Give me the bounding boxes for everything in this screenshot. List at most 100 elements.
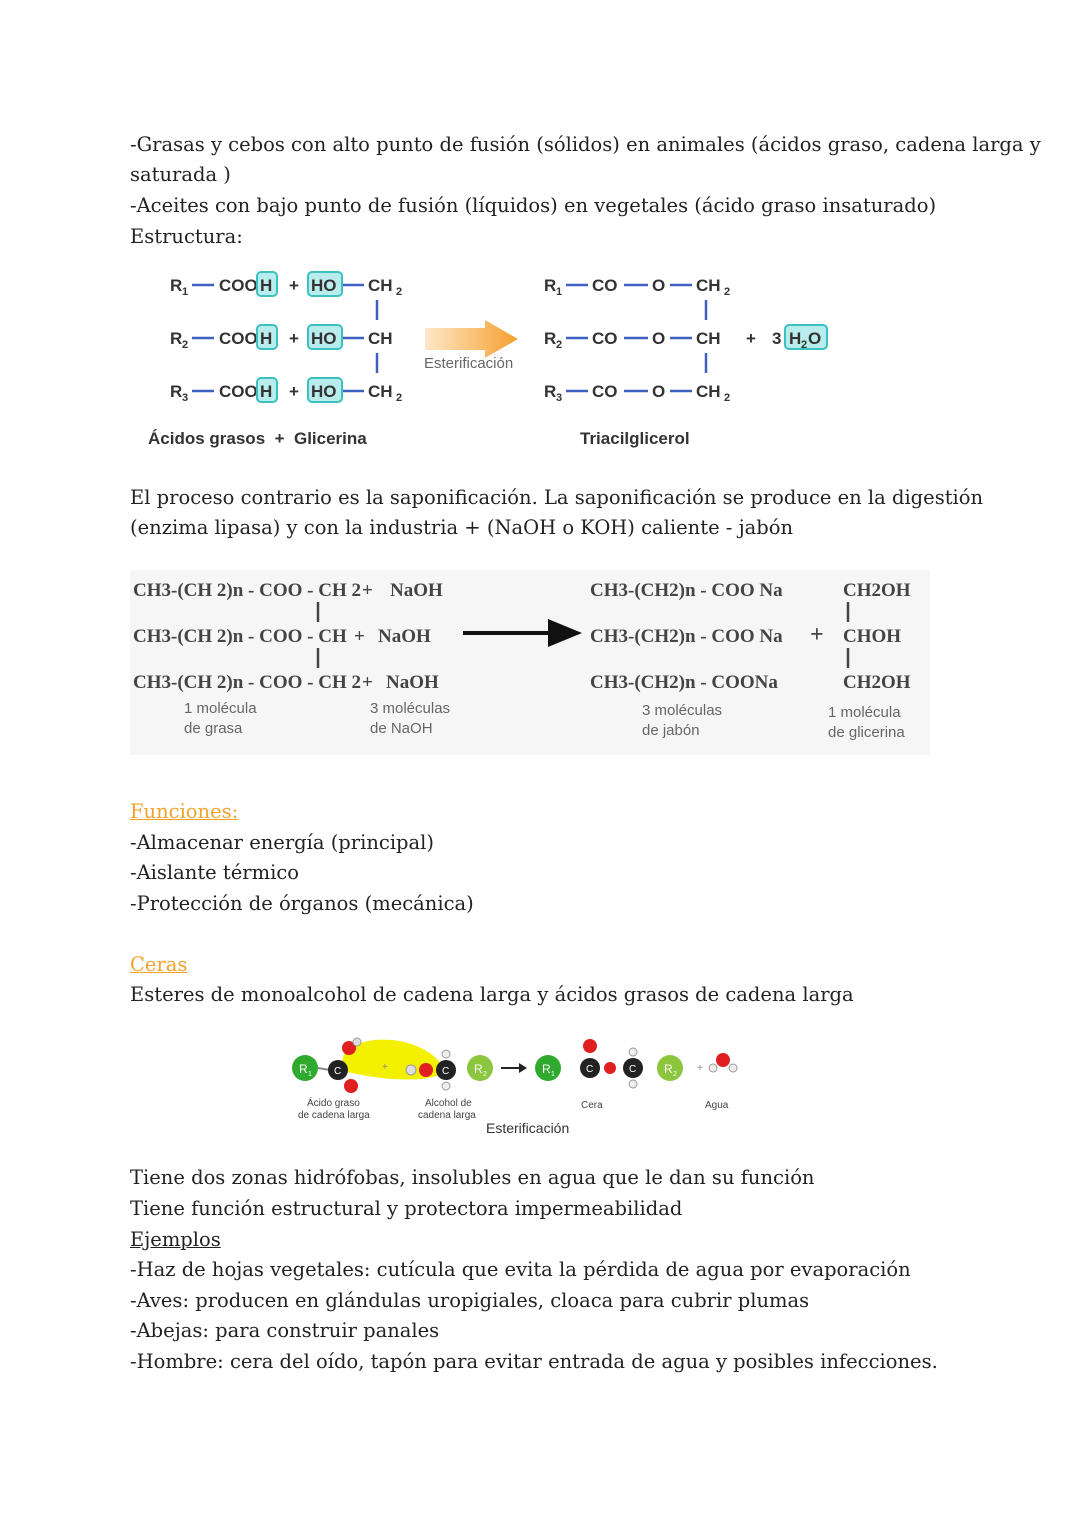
oxygen-sphere [344,1079,358,1093]
funciones-heading: Funciones: [130,800,239,823]
r-subscript: 1 [182,286,188,298]
r-subscript: 2 [556,339,562,351]
ch2-text: CH [368,382,393,401]
hydrogen-sphere [441,1049,451,1059]
h-box [256,271,278,297]
tail-line-2: Tiene función estructural y protectora i… [130,1197,683,1220]
r-subscript: 2 [182,339,188,351]
saponification-diagram: CH3-(CH 2)n - COO - CH 2 CH3-(CH 2)n - C… [130,570,930,755]
funcion-item: -Aislante térmico [130,861,299,884]
plus-sign: + [810,622,824,648]
ejemplo-item: -Hombre: cera del oído, tapón para evita… [130,1350,938,1373]
h-text: H [260,329,272,348]
reaction-arrow-icon [425,320,518,358]
h-box [256,377,278,403]
r2-sphere [467,1055,493,1081]
reaction-arrow-icon [519,1063,527,1073]
o-text: O [652,329,665,348]
ch2-subscript: 2 [724,286,730,298]
plus-sign: + [354,626,365,647]
intro-line-1: -Grasas y cebos con alto punto de fusión… [130,133,1041,156]
intro-line-2: saturada ) [130,163,231,186]
cooh-text: COO [219,276,258,295]
c-label: C [334,1066,341,1077]
sapon-line-2: (enzima lipasa) y con la industria + (Na… [130,516,794,539]
r1-sphere [535,1055,561,1081]
oxygen-sphere [604,1062,616,1074]
caption-soap-2: de jabón [642,722,700,739]
oxygen-sphere [716,1053,730,1067]
r-label: R [544,329,556,348]
plus-sign: + [697,1063,703,1074]
ejemplos-heading: Ejemplos [130,1228,221,1251]
ceras-heading: Ceras [130,953,188,976]
glycerol-1: CH2OH [843,580,911,601]
r-subscript: 2 [673,1071,677,1078]
r-label: R [170,382,182,401]
ch2-text: CH [368,276,393,295]
r1-sphere [292,1055,318,1081]
carbon-sphere [328,1060,348,1080]
oxygen-sphere [342,1041,356,1055]
plus-sign: + [362,580,373,601]
ho-text: HO [311,382,337,401]
caption-acid-2: de cadena larga [298,1110,370,1121]
water-box [784,324,828,350]
funcion-item: -Almacenar energía (principal) [130,831,435,854]
hydrogen-sphere [352,1037,362,1047]
acid-row-3: R 3 COO H + HO CH 2 [170,377,402,404]
plus-sign: + [382,1062,388,1073]
caption-glycerol-2: de glicerina [828,724,905,741]
ho-box [307,324,343,350]
r-subscript: 1 [551,1071,555,1078]
fat-line-1: CH3-(CH 2)n - COO - CH 2 [133,580,361,601]
soap-line-1: CH3-(CH2)n - COO Na [590,580,783,601]
acid-row-2: R 2 COO H + HO CH [170,324,393,351]
naoh-3: NaOH [386,672,439,693]
caption-water: Agua [705,1100,729,1111]
ho-text: HO [311,276,337,295]
carbon-sphere [580,1058,600,1078]
ho-box [307,377,343,403]
glycerol-2: CHOH [843,626,901,647]
intro-line-3: -Aceites con bajo punto de fusión (líqui… [130,194,937,217]
ejemplo-item: -Aves: producen en glándulas uropigiales… [130,1289,810,1312]
plus-sign: + [289,329,299,348]
r-subscript: 3 [182,392,188,404]
sapon-line-1: El proceso contrario es la saponificació… [130,486,984,509]
ho-box [307,271,343,297]
r-subscript: 1 [556,286,562,298]
r-label: R [542,1062,551,1076]
plus-sign: + [362,672,373,693]
plus-sign: + [289,382,299,401]
oxygen-sphere [419,1063,433,1077]
ch2-subscript: 2 [724,392,730,404]
ejemplo-item: -Abejas: para construir panales [130,1319,440,1342]
figure-background [130,570,930,755]
caption-acid-1: Ácido graso [307,1096,360,1109]
r-label: R [170,329,182,348]
cooh-text: COO [219,329,258,348]
r-label: R [664,1062,673,1076]
r-subscript: 2 [483,1071,487,1078]
intro-line-4: Estructura: [130,225,243,248]
water-coefficient: 3 [772,329,781,348]
hydrogen-sphere [405,1064,417,1076]
ch2-subscript: 2 [396,392,402,404]
caption-alcohol-1: Alcohol de [425,1098,472,1109]
reaction-arrow-icon [548,619,582,647]
co-text: CO [592,382,618,401]
funcion-item: -Protección de órganos (mecánica) [130,892,474,915]
ho-text: HO [311,329,337,348]
caption-soap-1: 3 moléculas [642,702,722,719]
h-box [256,324,278,350]
caption-naoh-1: 3 moléculas [370,700,450,717]
r-label: R [544,276,556,295]
r-subscript: 3 [556,392,562,404]
ch2-text: CH [696,382,721,401]
h-text: H [260,382,272,401]
ch-text: CH [696,329,721,348]
caption-esterification: Esterificación [486,1120,569,1136]
left-caption: Ácidos grasos + Glicerina [148,429,367,448]
water-h: H [789,329,801,348]
